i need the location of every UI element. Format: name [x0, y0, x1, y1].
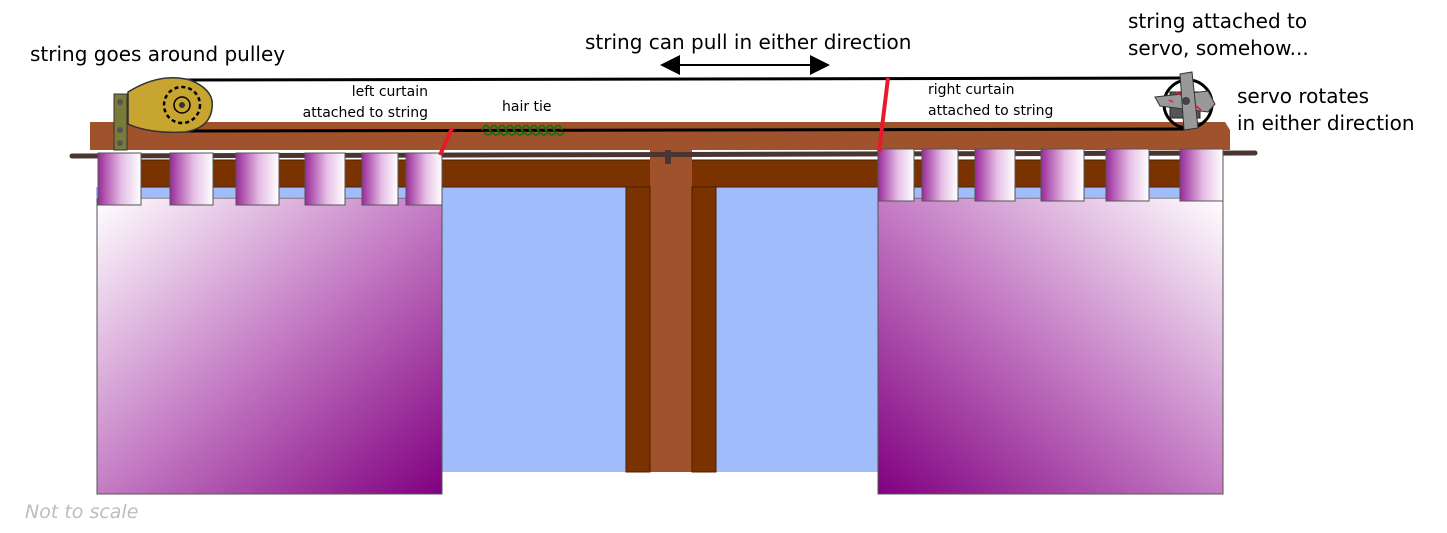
pulley-icon	[113, 77, 214, 151]
right-curtain-attachment	[877, 77, 890, 153]
string-loop	[184, 76, 1186, 133]
curtain-tab	[97, 152, 142, 206]
window-center-post	[650, 150, 692, 472]
curtain-shelf	[90, 122, 1230, 150]
scale-note: Not to scale	[25, 501, 138, 523]
servo-rotates-label-line1: servo rotates	[1237, 84, 1369, 108]
curtain-tab	[169, 152, 214, 206]
servo-attached-label-line2: servo, somehow...	[1128, 36, 1309, 60]
curtain-tab	[1105, 148, 1150, 202]
right-curtain-label-line2: attached to string	[928, 103, 1053, 119]
window-glass-right	[712, 187, 880, 472]
curtain-tab	[1040, 148, 1085, 202]
curtain-tab	[304, 152, 346, 206]
curtain-tab	[1179, 148, 1224, 202]
left-curtain	[96, 152, 443, 495]
hair-tie-label: hair tie	[502, 99, 552, 115]
curtain-tab	[974, 148, 1016, 202]
curtain-tab	[921, 148, 959, 202]
left-curtain-label-line1: left curtain	[352, 84, 428, 100]
window-mullion-left	[625, 186, 651, 473]
pulley-label: string goes around pulley	[30, 42, 285, 66]
servo-rotates-label-line2: in either direction	[1237, 111, 1415, 135]
right-curtain	[877, 148, 1224, 495]
window-glass-left	[440, 187, 630, 472]
window-mullion-right	[691, 186, 717, 473]
curtain-tab	[405, 152, 443, 206]
curtain-tab	[361, 152, 399, 206]
left-curtain-label-line2: attached to string	[303, 105, 428, 121]
rod-bracket	[665, 150, 671, 164]
hair-tie-icon	[481, 124, 565, 136]
servo-icon	[1154, 71, 1216, 131]
right-curtain-label-line1: right curtain	[928, 82, 1015, 98]
left-curtain-attachment	[438, 127, 454, 156]
curtain-tab	[877, 148, 915, 202]
servo-attached-label-line1: string attached to	[1128, 9, 1307, 33]
curtain-tab	[235, 152, 280, 206]
pull-direction-label: string can pull in either direction	[585, 30, 911, 54]
